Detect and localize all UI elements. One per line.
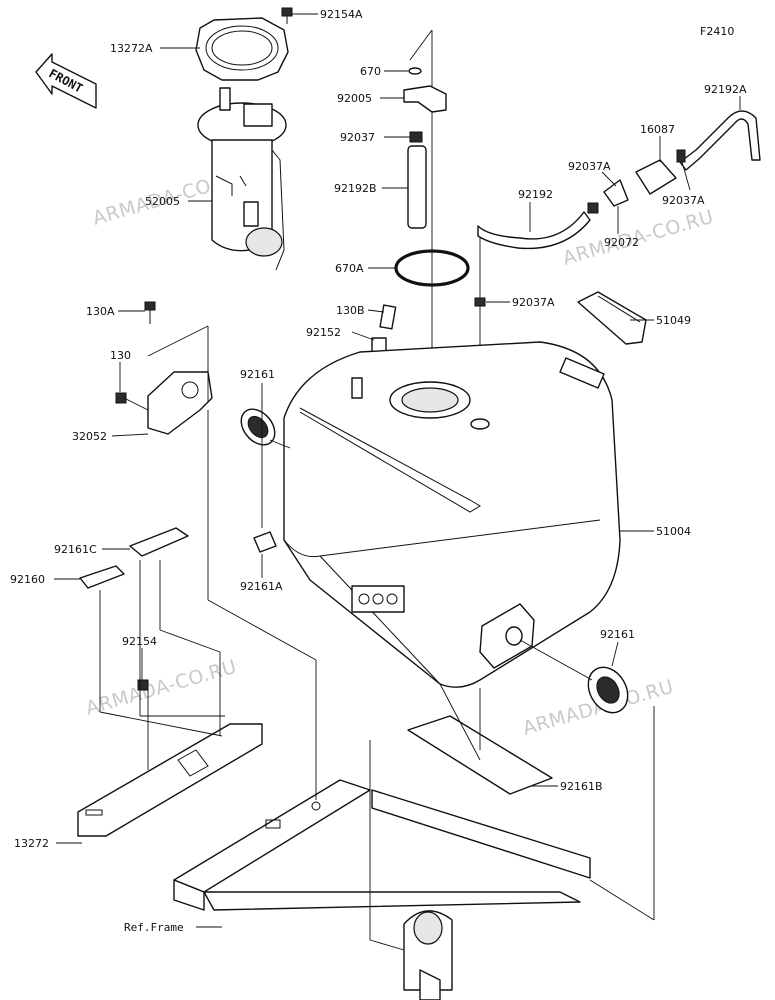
label-92037A-1: 92037A — [568, 160, 611, 173]
tank-label — [351, 585, 405, 613]
label-13272A: 13272A — [110, 42, 153, 55]
bolt-92154A — [281, 7, 293, 24]
filler-neck — [559, 357, 605, 389]
label-51049: 51049 — [656, 314, 691, 327]
fitting-92005 — [403, 85, 447, 113]
cap-92152 — [371, 337, 387, 353]
center-fitting-stack — [394, 29, 470, 396]
label-92072: 92072 — [604, 236, 639, 249]
label-13272: 13272 — [14, 837, 49, 850]
label-130B: 130B — [336, 304, 365, 317]
hose-92192 — [477, 211, 591, 250]
clamp-92037 — [409, 131, 423, 143]
label-92161B: 92161B — [560, 780, 603, 793]
callouts: 92154A 13272A 52005 670 92005 92037 9219… — [10, 8, 747, 934]
bolt-130B — [379, 304, 397, 330]
label-92154: 92154 — [122, 635, 157, 648]
label-92192A: 92192A — [704, 83, 747, 96]
figure-code: F2410 — [700, 25, 734, 38]
label-92161-upper: 92161 — [240, 368, 275, 381]
label-92161-lower: 92161 — [600, 628, 635, 641]
fuel-pump-52005 — [197, 87, 287, 271]
bracket-32052 — [147, 325, 213, 435]
label-92192B: 92192B — [334, 182, 377, 195]
front-arrow-icon: FRONT — [35, 53, 97, 109]
hose-92192A — [679, 110, 761, 171]
label-130: 130 — [110, 349, 131, 362]
label-92037A-2: 92037A — [662, 194, 705, 207]
pad-92161C — [129, 527, 189, 557]
pump-gasket-13272A — [195, 17, 289, 81]
label-52005: 52005 — [145, 195, 180, 208]
vent-hose-assembly — [474, 110, 761, 420]
hose-92192B — [407, 145, 427, 229]
label-92154A: 92154A — [320, 8, 363, 21]
label-670: 670 — [360, 65, 381, 78]
clamp-92037A-upper — [676, 149, 686, 163]
clamp-92037A-lower — [474, 297, 486, 307]
bolt-130 — [115, 392, 127, 404]
label-16087: 16087 — [640, 123, 675, 136]
watermark-4: ARMADA-CO.RU — [83, 656, 239, 720]
tank-strap — [299, 407, 481, 513]
bracket-13272 — [77, 723, 263, 837]
bolt-92154 — [137, 679, 149, 691]
fuel-tank-51004 — [283, 341, 621, 688]
pad-92161A — [253, 531, 277, 553]
pad-92161B — [407, 715, 553, 795]
label-92005: 92005 — [337, 92, 372, 105]
label-92152: 92152 — [306, 326, 341, 339]
label-ref-frame: Ref.Frame — [124, 921, 184, 934]
label-92037A-3: 92037A — [512, 296, 555, 309]
pad-92160 — [79, 565, 125, 589]
label-670A: 670A — [335, 262, 364, 275]
filter-16087 — [635, 159, 677, 195]
clamp-92037A-left — [587, 202, 599, 214]
label-92161C: 92161C — [54, 543, 97, 556]
o-ring-670 — [408, 67, 422, 75]
label-51004: 51004 — [656, 525, 691, 538]
bolt-130A — [144, 301, 156, 324]
grommet-92161-upper — [240, 408, 276, 446]
label-92037: 92037 — [340, 131, 375, 144]
frame-reference — [173, 779, 591, 1000]
label-32052: 32052 — [72, 430, 107, 443]
lead-lines — [99, 397, 655, 951]
label-92160: 92160 — [10, 573, 45, 586]
grommet-92161-lower — [587, 666, 629, 714]
filler-cover-51049 — [577, 291, 647, 345]
joint-92072 — [603, 179, 629, 207]
label-92161A: 92161A — [240, 580, 283, 593]
label-92192: 92192 — [518, 188, 553, 201]
label-130A: 130A — [86, 305, 115, 318]
